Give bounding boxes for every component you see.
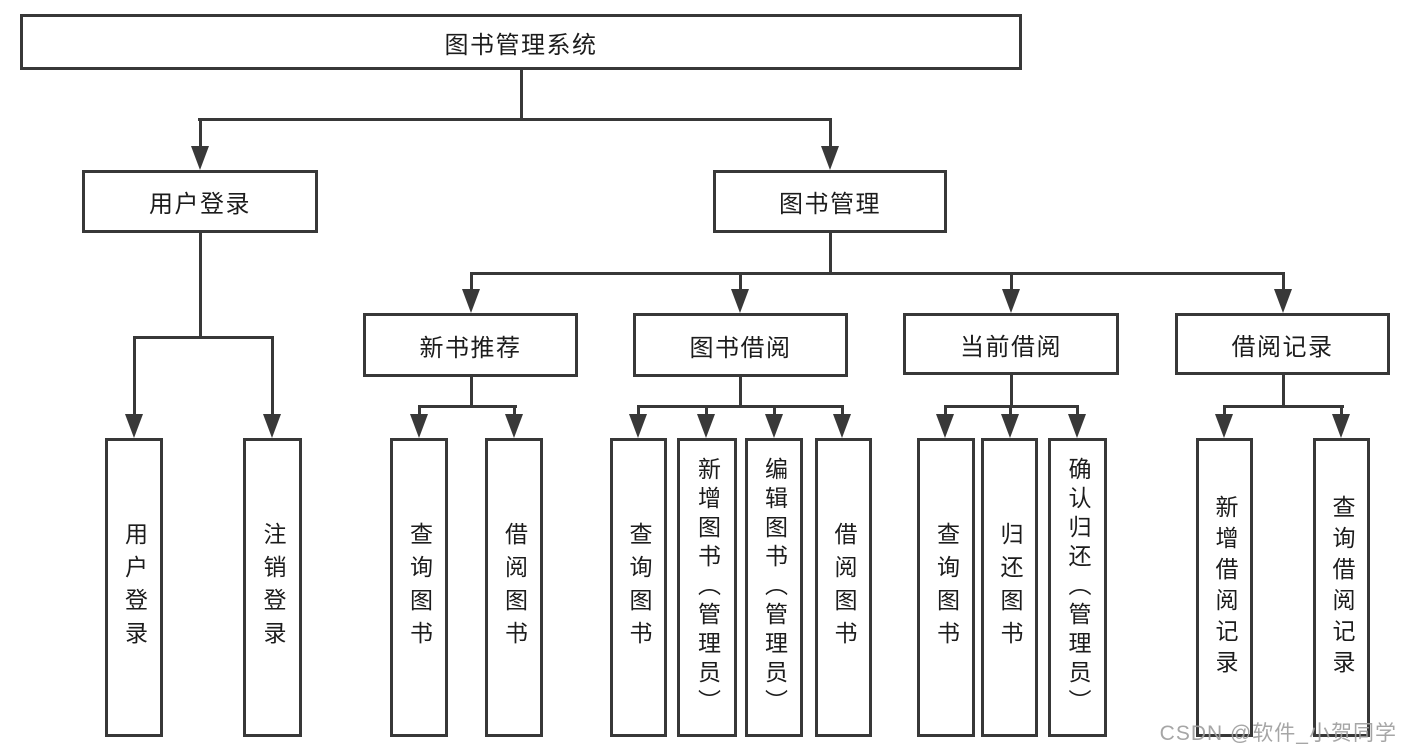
connector-line xyxy=(133,336,136,416)
connector-line xyxy=(520,70,523,120)
connector-line xyxy=(1010,375,1013,407)
connector-line xyxy=(637,405,640,416)
connector-line xyxy=(470,272,473,292)
connector-line xyxy=(1340,405,1343,416)
connector-line xyxy=(841,405,844,416)
arrow-down-icon xyxy=(936,414,954,438)
connector-line xyxy=(1223,405,1226,416)
arrow-down-icon xyxy=(410,414,428,438)
leaf-label: 查询借阅记录 xyxy=(1329,494,1355,681)
node-user-login: 用户登录 xyxy=(82,170,318,233)
leaf-label: 查询图书 xyxy=(933,521,960,654)
leaf-bb-edit-book-admin: 编辑图书（管理员） xyxy=(745,438,803,737)
node-root: 图书管理系统 xyxy=(20,14,1022,70)
leaf-user-login: 用户登录 xyxy=(105,438,163,737)
arrow-down-icon xyxy=(697,414,715,438)
leaf-nb-borrow-book: 借阅图书 xyxy=(485,438,543,737)
node-new-book-recommend: 新书推荐 xyxy=(363,313,578,377)
node-label: 当前借阅 xyxy=(960,333,1062,361)
arrow-down-icon xyxy=(1274,289,1292,313)
connector-line xyxy=(198,118,832,121)
leaf-cb-query-book: 查询图书 xyxy=(917,438,975,737)
node-label: 图书管理系统 xyxy=(444,31,598,59)
connector-line xyxy=(829,118,832,148)
leaf-label: 用户登录 xyxy=(121,521,148,654)
leaf-cb-confirm-return-admin: 确认归还（管理员） xyxy=(1048,438,1107,737)
leaf-nb-query-book: 查询图书 xyxy=(390,438,448,737)
arrow-down-icon xyxy=(1215,414,1233,438)
arrow-down-icon xyxy=(191,146,209,170)
connector-line xyxy=(1009,405,1012,416)
arrow-down-icon xyxy=(462,289,480,313)
connector-line xyxy=(1010,272,1013,292)
connector-line xyxy=(705,405,708,416)
arrow-down-icon xyxy=(833,414,851,438)
arrow-down-icon xyxy=(731,289,749,313)
leaf-label: 借阅图书 xyxy=(501,521,528,654)
arrow-down-icon xyxy=(505,414,523,438)
node-current-borrow: 当前借阅 xyxy=(903,313,1119,375)
connector-line xyxy=(418,405,517,408)
leaf-label: 注销登录 xyxy=(260,521,286,654)
node-label: 图书借阅 xyxy=(689,334,792,362)
leaf-br-query-record: 查询借阅记录 xyxy=(1313,438,1370,737)
node-book-borrow: 图书借阅 xyxy=(633,313,848,377)
connector-line xyxy=(470,377,473,407)
arrow-down-icon xyxy=(1001,414,1019,438)
connector-line xyxy=(271,336,274,416)
leaf-label: 借阅图书 xyxy=(831,521,857,654)
leaf-br-add-record: 新增借阅记录 xyxy=(1196,438,1253,737)
node-book-management: 图书管理 xyxy=(713,170,947,233)
connector-line xyxy=(739,272,742,292)
watermark: CSDN @软件_小贺同学 xyxy=(1159,722,1397,745)
leaf-label: 编辑图书（管理员） xyxy=(761,457,788,718)
arrow-down-icon xyxy=(629,414,647,438)
arrow-down-icon xyxy=(1068,414,1086,438)
connector-line xyxy=(133,336,274,339)
arrow-down-icon xyxy=(765,414,783,438)
leaf-label: 新增图书（管理员） xyxy=(694,457,721,718)
connector-line xyxy=(470,272,1285,275)
connector-line xyxy=(199,118,202,148)
node-label: 借阅记录 xyxy=(1231,333,1334,361)
leaf-logout: 注销登录 xyxy=(243,438,302,737)
arrow-down-icon xyxy=(263,414,281,438)
connector-line xyxy=(513,405,516,416)
leaf-label: 确认归还（管理员） xyxy=(1065,457,1091,718)
connector-line xyxy=(1282,375,1285,407)
connector-line xyxy=(829,233,832,274)
node-label: 图书管理 xyxy=(779,191,881,218)
leaf-bb-borrow-book: 借阅图书 xyxy=(815,438,872,737)
connector-line xyxy=(773,405,776,416)
connector-line xyxy=(739,377,742,407)
connector-line xyxy=(1282,272,1285,292)
connector-line xyxy=(1076,405,1079,416)
leaf-label: 查询图书 xyxy=(626,521,652,654)
arrow-down-icon xyxy=(125,414,143,438)
leaf-bb-add-book-admin: 新增图书（管理员） xyxy=(677,438,737,737)
connector-line xyxy=(1223,405,1344,408)
leaf-label: 新增借阅记录 xyxy=(1212,494,1238,681)
node-label: 新书推荐 xyxy=(419,334,522,362)
arrow-down-icon xyxy=(1002,289,1020,313)
connector-line xyxy=(418,405,421,416)
node-label: 用户登录 xyxy=(149,191,251,218)
arrow-down-icon xyxy=(821,146,839,170)
leaf-cb-return-book: 归还图书 xyxy=(981,438,1038,737)
connector-line xyxy=(637,405,844,408)
arrow-down-icon xyxy=(1332,414,1350,438)
leaf-label: 查询图书 xyxy=(406,521,433,654)
leaf-label: 归还图书 xyxy=(997,521,1023,654)
connector-line xyxy=(199,233,202,338)
leaf-bb-query-book: 查询图书 xyxy=(610,438,667,737)
node-borrow-records: 借阅记录 xyxy=(1175,313,1390,375)
connector-line xyxy=(944,405,947,416)
